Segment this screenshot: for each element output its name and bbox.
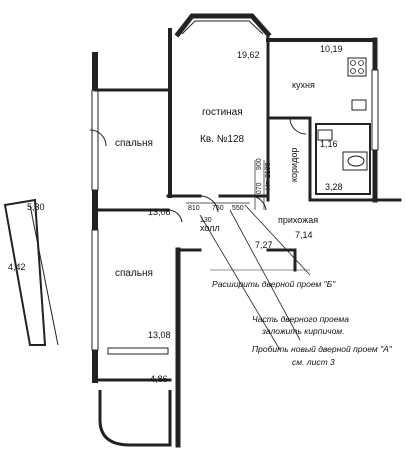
kitchen-area: 10,19 [320,44,343,54]
kitchen-name: кухня [292,80,315,90]
entry-name: прихожая [278,215,318,225]
dimension-lines [186,160,265,210]
note-brick-part-1: Часть дверного проема [252,314,349,324]
bedroom-top-area: 13,08 [148,207,171,217]
living-area: 19,62 [237,50,260,60]
dim-900: 900 [256,158,263,170]
dim-h: Н= [265,181,272,190]
dim-750: 750 [212,205,224,212]
balcony-bottom-area: 4,86 [150,374,168,384]
corridor-area: 3,28 [325,182,343,192]
entry-area: 7,14 [295,230,313,240]
dim-810: 810 [188,205,200,212]
hall-area: 7,27 [255,240,273,250]
dim-550: 550 [232,205,244,212]
bath-area: 1,16 [320,139,338,149]
note-widen-door-b: Расширить дверной проем "Б" [212,279,336,289]
hall-name: холл [200,223,220,233]
dim-2100: 2100 [265,162,272,178]
corridor-name: коридор [289,148,299,182]
note-brick-part-2: заложить кирпичом. [261,326,345,336]
bedroom-top-name: спальня [115,138,153,149]
dim-130: 130 [200,217,212,224]
dim-2070: 2070 [256,182,263,198]
bedroom-bottom-area: 13,08 [148,330,171,340]
walls [3,13,402,448]
note-see-sheet-3: см. лист 3 [292,357,335,367]
bedroom-bottom-name: спальня [115,268,153,279]
door-arcs [89,117,307,223]
apartment-number: Кв. №128 [200,134,245,145]
living-room-name: гостиная [202,107,243,118]
balcony-left-area-bottom: 4,42 [8,262,26,272]
note-new-door-a: Пробить новый дверной проем "А" [252,344,393,354]
leader-lines [199,204,311,351]
balcony-left-area-top: 5,30 [27,202,45,212]
